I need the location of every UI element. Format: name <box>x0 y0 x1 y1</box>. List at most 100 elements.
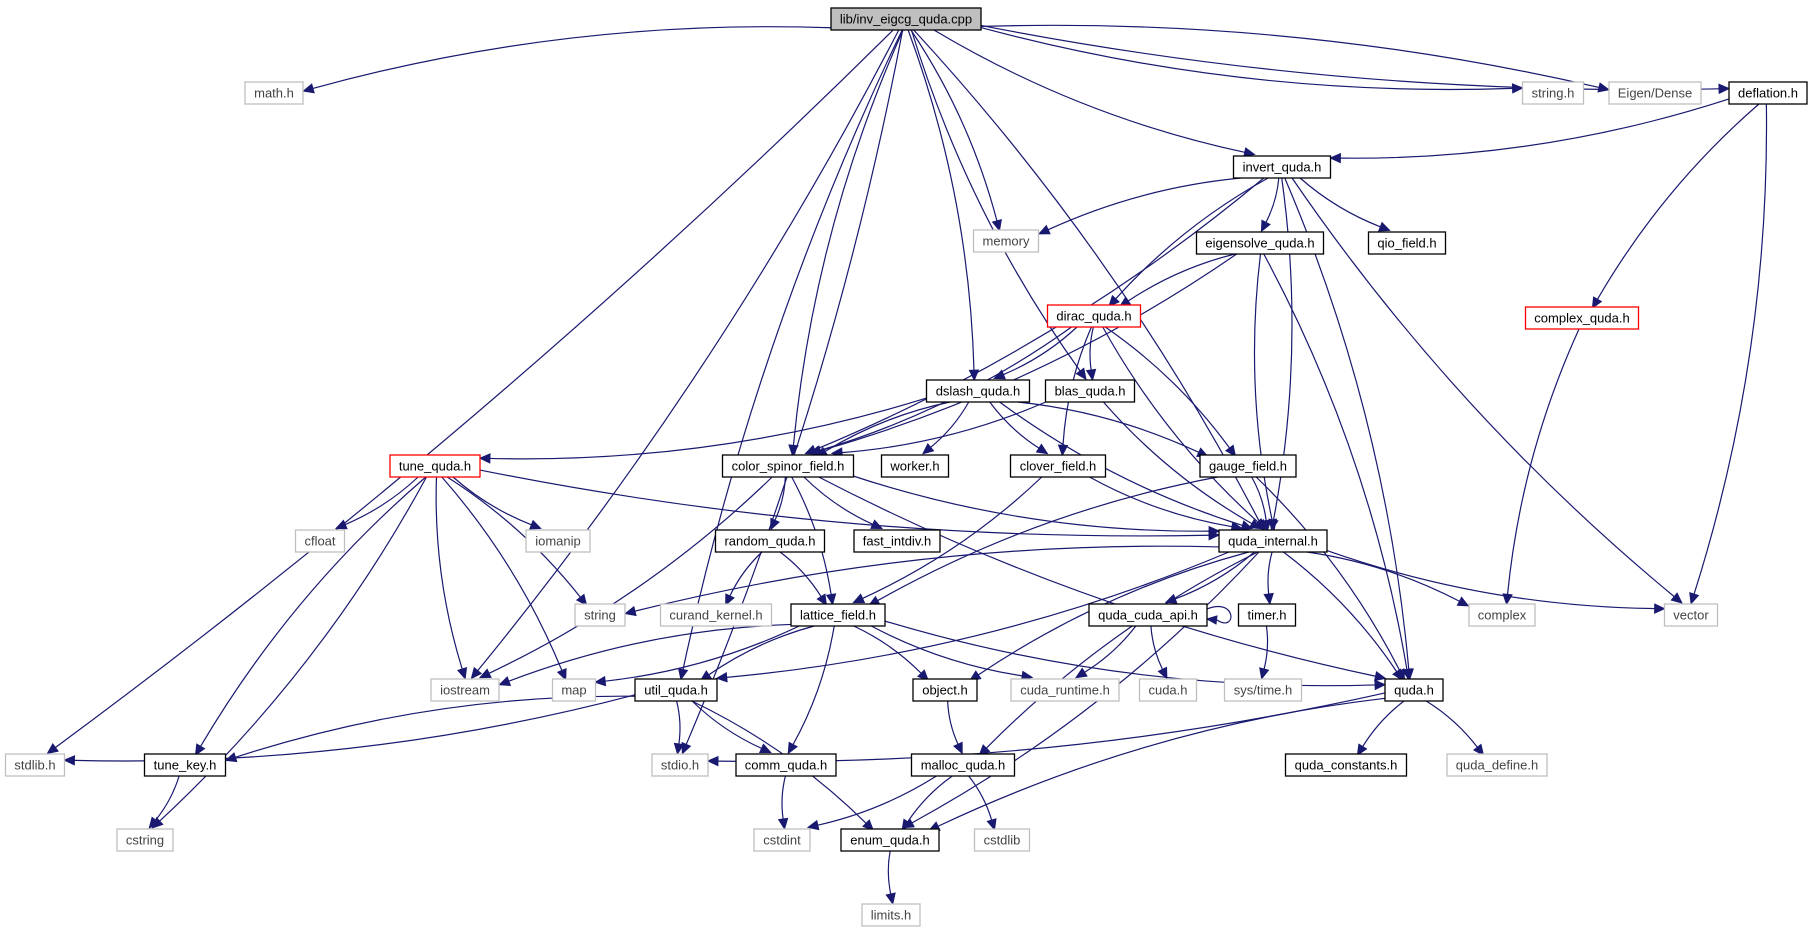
node-box <box>972 229 1040 253</box>
node-random[interactable]: random_quda.h <box>714 529 826 553</box>
node-malloc[interactable]: malloc_quda.h <box>910 753 1016 777</box>
node-cudaruntime[interactable]: cuda_runtime.h <box>1010 678 1120 702</box>
node-label: tune_key.h <box>154 758 217 773</box>
node-cfloat[interactable]: cfloat <box>294 529 346 553</box>
node-label: object.h <box>922 683 968 698</box>
node-cudah[interactable]: cuda.h <box>1138 678 1198 702</box>
node-timer[interactable]: timer.h <box>1237 603 1297 627</box>
node-dslash[interactable]: dslash_quda.h <box>925 379 1031 403</box>
node-label: lib/inv_eigcg_quda.cpp <box>840 12 972 27</box>
node-tune[interactable]: tune_quda.h <box>389 454 481 478</box>
node-root[interactable]: lib/inv_eigcg_quda.cpp <box>830 7 982 31</box>
node-dirac[interactable]: dirac_quda.h <box>1046 304 1142 328</box>
edge-line <box>814 177 1265 451</box>
node-clover[interactable]: clover_field.h <box>1009 454 1107 478</box>
node-limits[interactable]: limits.h <box>861 903 921 927</box>
edge-line <box>877 476 1218 602</box>
node-qdefine[interactable]: quda_define.h <box>1446 753 1548 777</box>
node-quda[interactable]: quda.h <box>1384 678 1444 702</box>
edge-root-to-stdlib <box>46 29 894 755</box>
node-box <box>1232 155 1332 179</box>
node-vector[interactable]: vector <box>1663 603 1719 627</box>
edge-line <box>781 775 786 820</box>
edge-csf-to-random <box>770 476 786 531</box>
edge-quda-to-qdefine <box>1425 700 1485 757</box>
node-deflation[interactable]: deflation.h <box>1728 81 1808 105</box>
node-qio[interactable]: qio_field.h <box>1367 231 1447 255</box>
edge-qinternal-to-string <box>624 545 1220 617</box>
edge-line <box>841 401 1046 454</box>
edge-arrowhead <box>777 817 789 831</box>
node-layer: lib/inv_eigcg_quda.cpp math.h string.h Eige… <box>4 7 1808 927</box>
edge-line <box>691 700 762 749</box>
edge-line <box>871 625 1023 677</box>
node-gauge[interactable]: gauge_field.h <box>1199 454 1297 478</box>
node-csf[interactable]: color_spinor_field.h <box>721 454 855 478</box>
node-label: quda_cuda_api.h <box>1098 608 1198 623</box>
edge-root-to-memory <box>910 29 1002 232</box>
node-systime[interactable]: sys/time.h <box>1223 678 1303 702</box>
node-stdio[interactable]: stdio.h <box>651 753 709 777</box>
node-qinternal[interactable]: quda_internal.h <box>1218 529 1328 553</box>
node-complex[interactable]: complex <box>1468 603 1536 627</box>
node-comm[interactable]: comm_quda.h <box>735 753 837 777</box>
node-map[interactable]: map <box>551 678 597 702</box>
edge-arrowhead <box>593 675 607 687</box>
node-label: vector <box>1673 608 1709 623</box>
edge-arrowhead <box>808 445 822 456</box>
node-complex-quda[interactable]: complex_quda.h <box>1524 306 1640 330</box>
node-cstdint[interactable]: cstdint <box>753 828 811 852</box>
node-math[interactable]: math.h <box>244 81 304 105</box>
edge-arrowhead <box>1392 668 1403 682</box>
node-object[interactable]: object.h <box>912 678 978 702</box>
node-worker[interactable]: worker.h <box>880 454 950 478</box>
node-qconst[interactable]: quda_constants.h <box>1284 753 1408 777</box>
node-cstring[interactable]: cstring <box>116 828 174 852</box>
edge-clover-to-lattice <box>852 476 1043 604</box>
edge-line <box>792 29 904 446</box>
edge-lattice-to-util <box>699 625 815 682</box>
node-tunekey[interactable]: tune_key.h <box>143 753 227 777</box>
node-cudaapi[interactable]: quda_cuda_api.h <box>1088 603 1208 627</box>
edge-arrowhead <box>1260 219 1271 233</box>
node-label: eigensolve_quda.h <box>1205 236 1314 251</box>
edge-root-to-dslash <box>907 29 980 382</box>
node-string[interactable]: string <box>574 603 626 627</box>
edge-line <box>1089 476 1233 528</box>
node-iostream[interactable]: iostream <box>430 678 500 702</box>
edge-arrowhead <box>1075 367 1087 381</box>
node-curand[interactable]: curand_kernel.h <box>659 603 773 627</box>
node-label: lattice_field.h <box>800 608 876 623</box>
node-cstdlib[interactable]: cstdlib <box>973 828 1031 852</box>
edge-arrowhead <box>1401 668 1413 681</box>
node-invert[interactable]: invert_quda.h <box>1232 155 1332 179</box>
node-util[interactable]: util_quda.h <box>634 678 718 702</box>
node-memory[interactable]: memory <box>972 229 1040 253</box>
edge-arrowhead <box>1157 666 1168 680</box>
node-fastint[interactable]: fast_intdiv.h <box>853 529 941 553</box>
edge-qinternal-to-quda <box>1283 551 1403 682</box>
edge-blas-to-csf <box>830 401 1046 458</box>
node-box <box>714 529 826 553</box>
node-label: memory <box>983 234 1030 249</box>
node-enumq[interactable]: enum_quda.h <box>840 828 940 852</box>
edge-dslash-to-worker <box>922 401 970 455</box>
node-lattice[interactable]: lattice_field.h <box>790 603 886 627</box>
edge-arrowhead <box>1035 443 1049 455</box>
node-eigen[interactable]: Eigen/Dense <box>1608 81 1702 105</box>
edge-line <box>968 775 993 821</box>
edge-root-to-string-h <box>980 26 1524 94</box>
edge-arrowhead <box>993 369 1006 380</box>
edge-arrowhead <box>302 83 315 94</box>
edge-tune-to-map <box>441 476 567 681</box>
node-eigensolve[interactable]: eigensolve_quda.h <box>1195 231 1325 255</box>
edge-arrowhead <box>1591 296 1603 309</box>
edge-arrowhead <box>1718 83 1731 95</box>
edge-line <box>1102 401 1253 525</box>
node-blas[interactable]: blas_quda.h <box>1044 379 1136 403</box>
node-box <box>389 454 481 478</box>
node-iomanip[interactable]: iomanip <box>525 529 591 553</box>
node-string-h[interactable]: string.h <box>1521 81 1585 105</box>
edge-arrowhead <box>1085 368 1097 382</box>
node-stdlib[interactable]: stdlib.h <box>4 753 66 777</box>
